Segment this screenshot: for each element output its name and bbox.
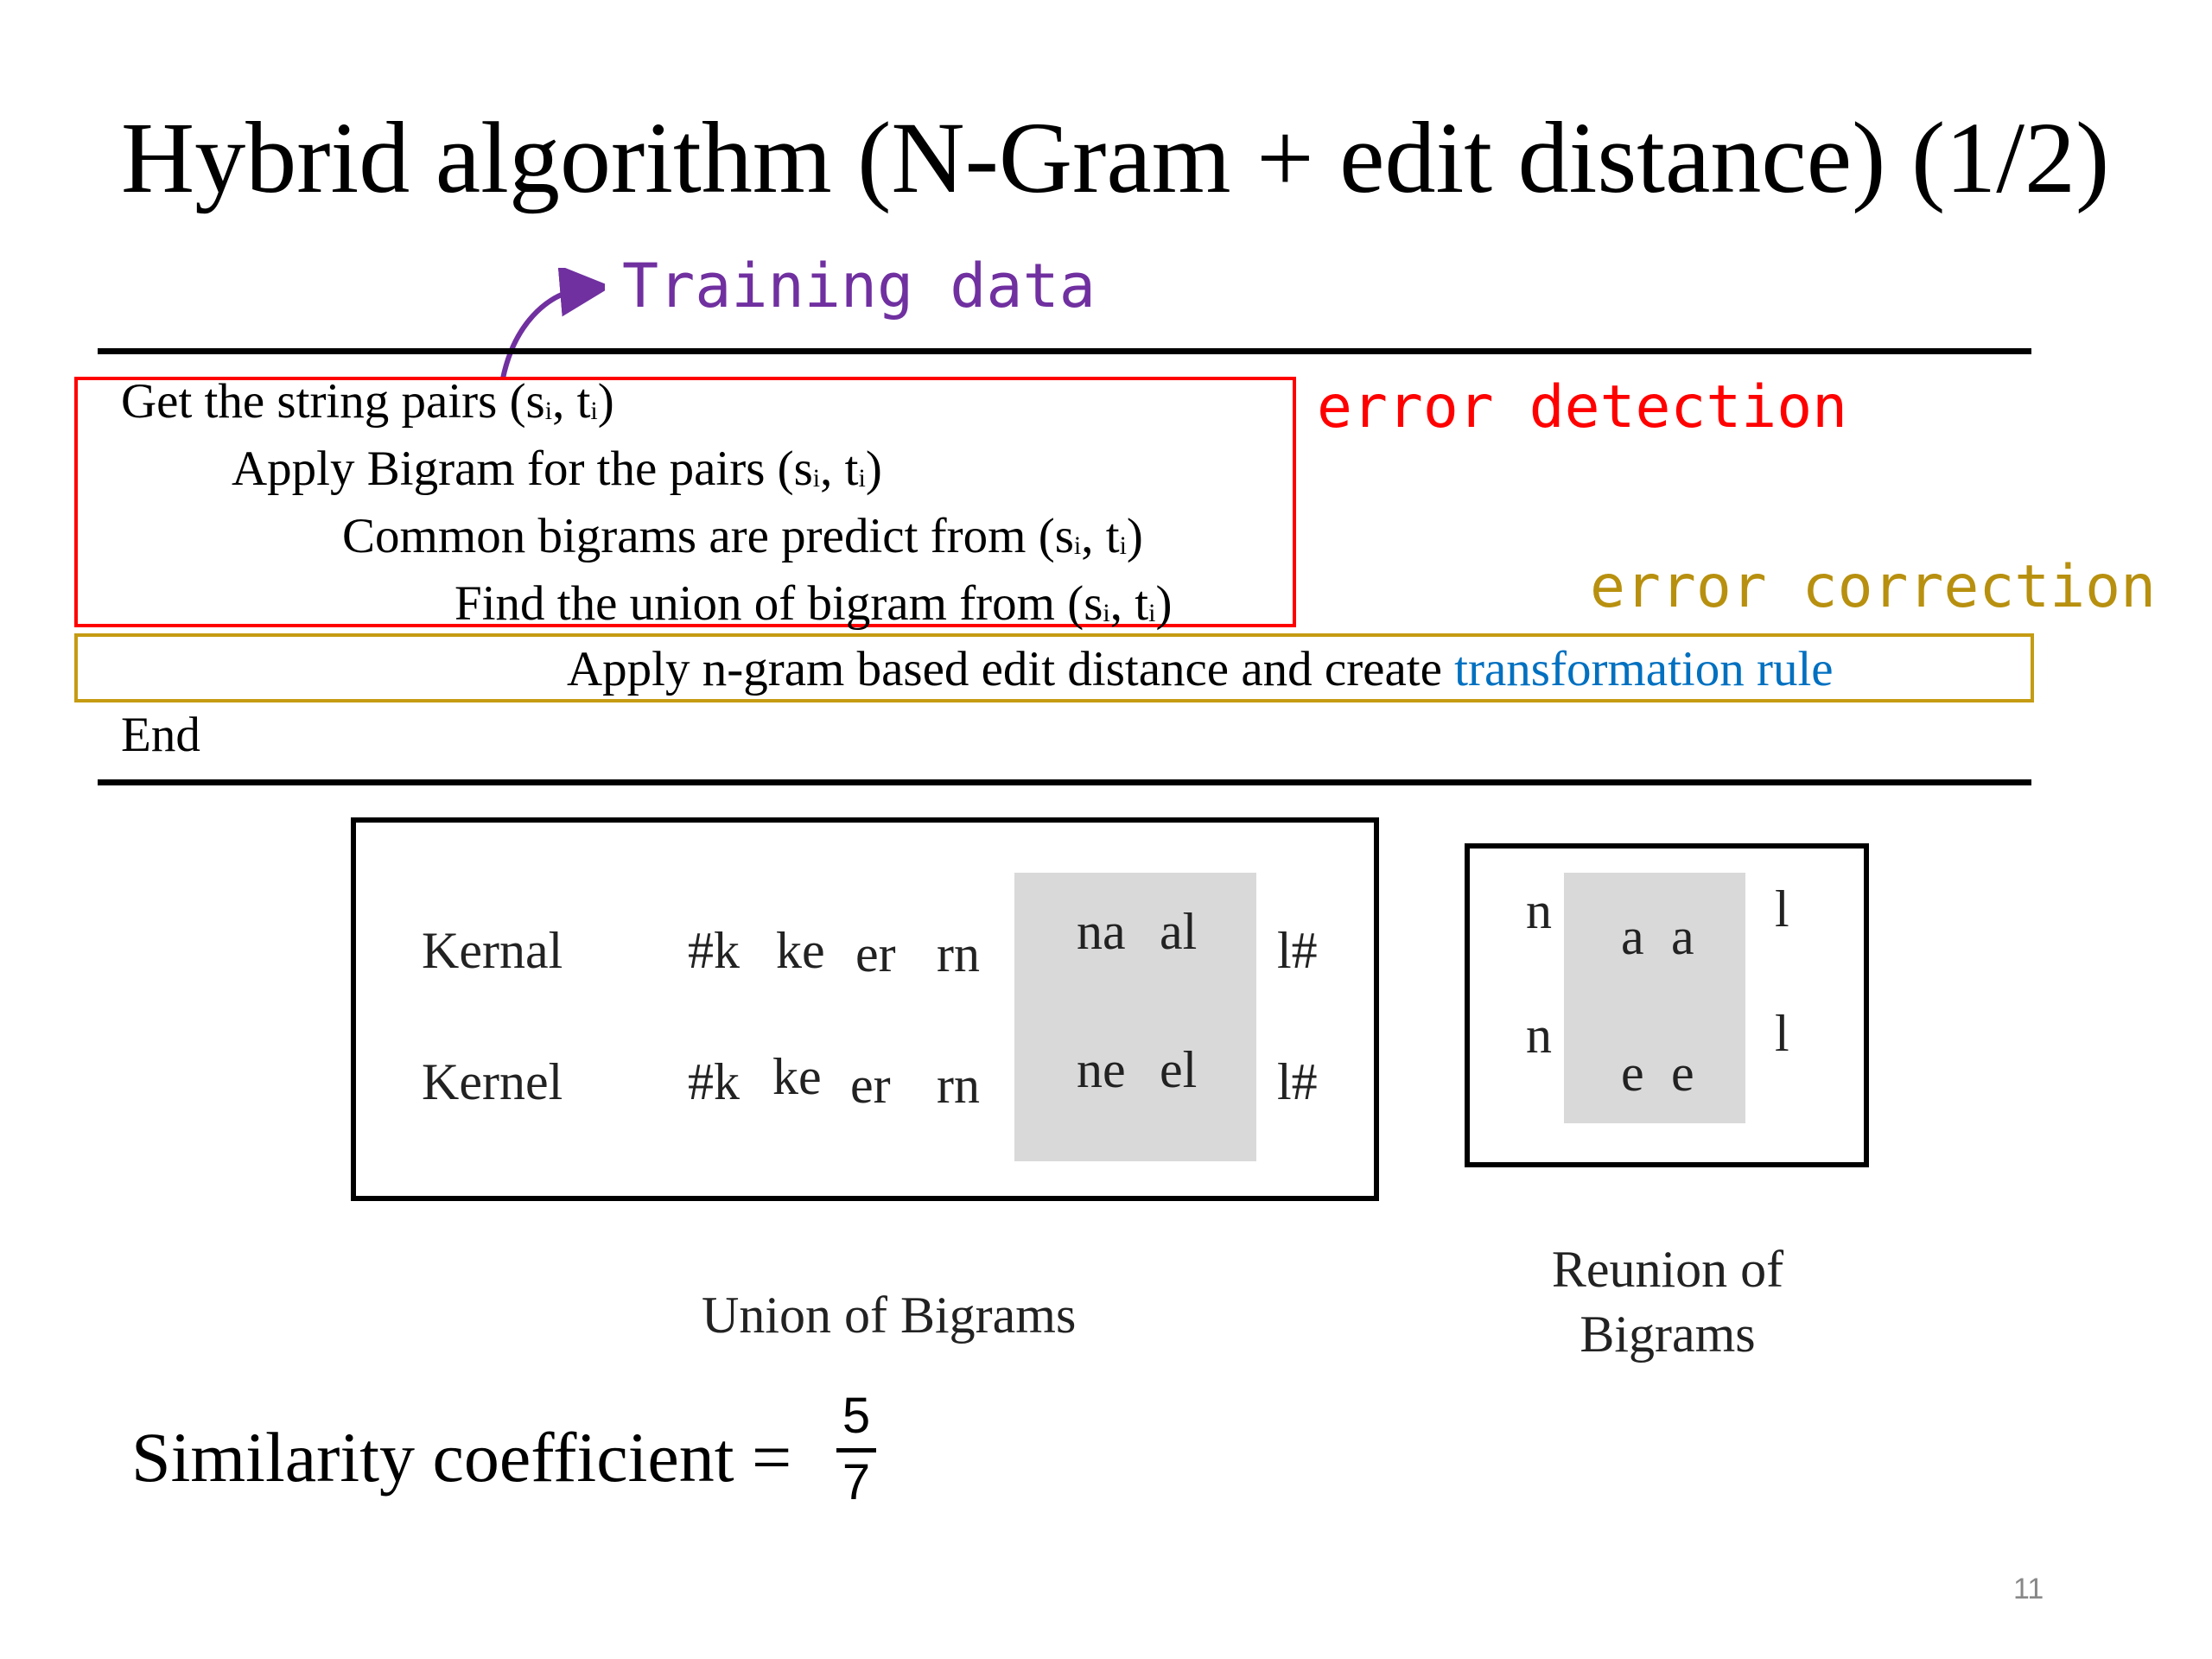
error-detection-label: error detection <box>1317 373 1848 442</box>
algorithm-bottom-rule <box>98 779 2031 785</box>
letter: a <box>1671 908 1694 965</box>
algorithm-top-rule <box>98 348 2031 354</box>
letter: e <box>1621 1045 1644 1102</box>
uncommon-bigrams-highlight <box>1014 873 1256 1161</box>
algorithm-line-3: Common bigrams are predict from (si, ti) <box>342 509 1143 563</box>
algorithm-line-5: Apply n-gram based edit distance and cre… <box>567 642 1834 696</box>
bigram: er <box>850 1057 891 1114</box>
bigram: na <box>1077 903 1126 960</box>
letter: a <box>1621 908 1644 965</box>
letter: l <box>1775 880 1789 938</box>
similarity-formula: Similarity coefficient = <box>131 1418 792 1497</box>
training-data-label: Training data <box>622 251 1096 321</box>
error-correction-label: error correction <box>1590 553 2157 621</box>
fraction-denominator: 7 <box>842 1454 871 1510</box>
algorithm-line-2: Apply Bigram for the pairs (si, ti) <box>232 442 882 496</box>
reunion-of-bigrams-figure <box>1465 843 1869 1167</box>
reunion-highlight <box>1564 873 1745 1123</box>
algorithm-line-4: Find the union of bigram from (si, ti) <box>454 576 1173 631</box>
fraction-numerator: 5 <box>842 1388 871 1444</box>
page-number: 11 <box>2013 1573 2044 1605</box>
bigram: l# <box>1277 1053 1318 1110</box>
error-correction-box <box>74 633 2034 702</box>
bigram: #k <box>688 1053 740 1110</box>
reunion-caption: Reunion of Bigrams <box>1551 1241 1784 1363</box>
error-detection-box <box>74 377 1296 627</box>
letter: l <box>1775 1005 1789 1062</box>
letter: n <box>1526 882 1552 939</box>
bigram: al <box>1160 903 1198 960</box>
bigram: ke <box>776 922 825 979</box>
bigram: er <box>855 925 896 982</box>
curved-arrow-icon <box>500 268 605 379</box>
word-kernal: Kernal <box>422 922 563 979</box>
bigram: rn <box>937 925 980 982</box>
union-of-bigrams-figure <box>351 817 1379 1201</box>
algorithm-line-1: Get the string pairs (si, ti) <box>121 374 614 429</box>
bigram: ke <box>772 1048 822 1105</box>
word-kernel: Kernel <box>422 1053 563 1110</box>
transformation-rule-text: transformation rule <box>1454 642 1834 696</box>
slide-title: Hybrid algorithm (N-Gram + edit distance… <box>121 101 2110 214</box>
letter: n <box>1526 1007 1552 1064</box>
fraction-bar <box>836 1448 876 1452</box>
bigram: #k <box>688 922 740 979</box>
similarity-fraction: 5 7 <box>836 1391 876 1508</box>
bigram: el <box>1160 1041 1198 1098</box>
bigram: rn <box>937 1057 980 1114</box>
letter: e <box>1671 1045 1694 1102</box>
union-caption: Union of Bigrams <box>702 1287 1077 1344</box>
bigram: ne <box>1077 1041 1126 1098</box>
algorithm-line-end: End <box>121 708 200 762</box>
bigram: l# <box>1277 922 1318 979</box>
